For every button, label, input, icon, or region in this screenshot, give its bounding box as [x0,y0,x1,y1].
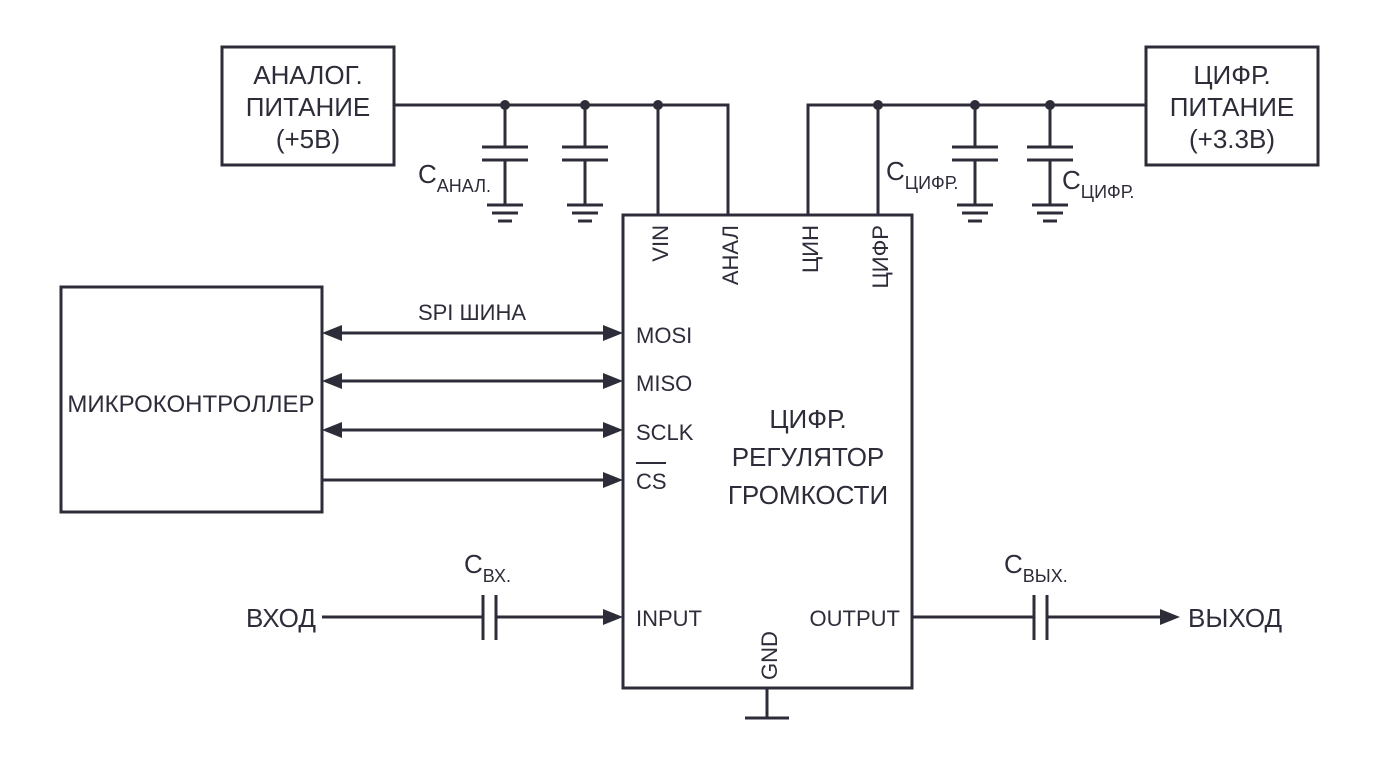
analog-rail [394,100,730,215]
capacitor-c-cifr-1 [952,105,998,223]
analog-supply-line1: АНАЛОГ. [253,60,362,90]
digital-supply-line1: ЦИФР. [1193,60,1270,90]
pin-cin: ЦИН [798,225,823,273]
spi-line-miso [322,373,623,389]
volume-controller-chip: VIN АНАЛ ЦИН ЦИФР MOSI MISO SCLK CS INPU… [621,213,914,690]
digital-supply-block: ЦИФР. ПИТАНИЕ (+3.3В) [1144,45,1320,167]
chip-title-line3: ГРОМКОСТИ [728,480,888,510]
pin-cs: CS [636,469,667,494]
spi-line-mosi [322,325,623,341]
spi-line-cs [322,472,623,488]
capacitor-c-anal [482,105,528,223]
analog-supply-box [220,45,396,167]
pin-input: INPUT [636,606,702,631]
pin-sclk: SCLK [636,420,694,445]
analog-supply-line2: ПИТАНИЕ [246,92,371,122]
spi-line-sclk [322,422,623,438]
digital-rail [806,100,1146,215]
c-cifr1-label: CЦИФР. [886,156,958,193]
microcontroller-block: МИКРОКОНТРОЛЛЕР [59,285,324,514]
digital-supply-line2: ПИТАНИЕ [1170,92,1295,122]
pin-gnd: GND [757,631,782,680]
capacitor-analog-2 [562,105,608,223]
output-path [912,595,1180,640]
chip-title-line1: ЦИФР. [769,404,846,434]
microcontroller-box [59,285,324,514]
c-cifr2-label: CЦИФР. [1062,165,1134,202]
digital-supply-line3: (+3.3В) [1189,124,1275,154]
pin-cifr: ЦИФР [868,225,893,289]
digital-supply-box [1144,45,1320,167]
spi-bus-label: SPI ШИНА [418,300,526,325]
c-in-label: CВХ. [464,549,511,586]
pin-output: OUTPUT [810,606,900,631]
analog-supply-block: АНАЛОГ. ПИТАНИЕ (+5В) [220,45,396,167]
chip-body [621,213,914,690]
c-anal-label: CАНАЛ. [418,159,491,196]
pin-miso: MISO [636,371,692,396]
c-out-label: CВЫХ. [1004,549,1068,586]
pin-mosi: MOSI [636,323,692,348]
output-signal-label: ВЫХОД [1188,603,1282,633]
analog-supply-line3: (+5В) [276,124,340,154]
pin-anal: АНАЛ [718,225,743,285]
junction-dot [873,100,883,110]
microcontroller-label: МИКРОКОНТРОЛЛЕР [67,391,314,418]
capacitor-c-cifr-2 [1027,105,1073,223]
input-path [322,595,623,640]
input-signal-label: ВХОД [246,603,316,633]
chip-ground [745,688,789,720]
pin-vin: VIN [648,225,673,262]
junction-dot [653,100,663,110]
chip-title-line2: РЕГУЛЯТОР [732,442,885,472]
